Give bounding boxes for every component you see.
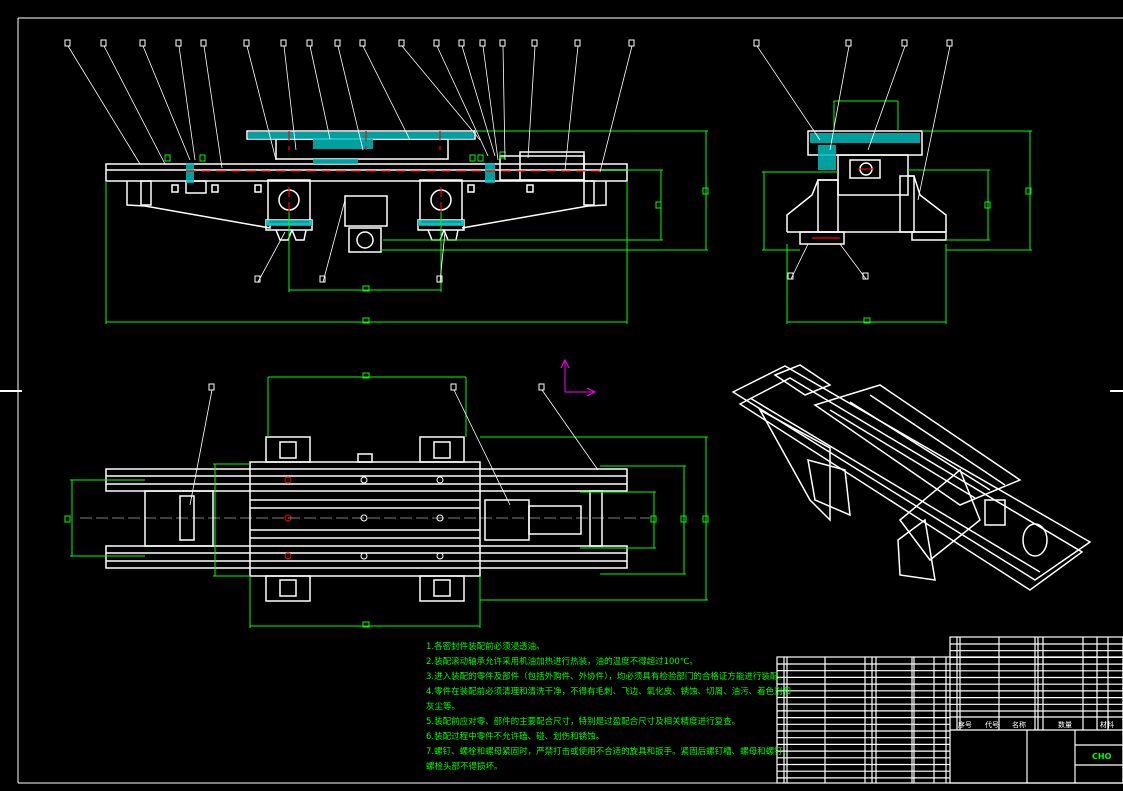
ucs-axis-icon bbox=[560, 358, 597, 397]
leader-line bbox=[829, 45, 850, 151]
part-balloon bbox=[175, 39, 182, 47]
leader-line bbox=[103, 45, 166, 165]
part-balloon bbox=[845, 39, 852, 47]
part-balloon bbox=[538, 383, 545, 391]
part-balloon bbox=[901, 39, 908, 47]
part-balloon bbox=[334, 39, 341, 47]
leader-line bbox=[790, 243, 809, 280]
part-balloon bbox=[280, 39, 287, 47]
leader-line bbox=[178, 45, 196, 161]
note-line: 螺栓头部不得损坏。 bbox=[426, 762, 503, 772]
leader-line bbox=[189, 389, 213, 506]
technical-requirements: 1.各密封件装配前必须浸透油。 2.装配滚动轴承允许采用机油加热进行热装，油的温… bbox=[426, 640, 791, 775]
leader-line bbox=[839, 243, 867, 280]
leader-line bbox=[461, 45, 496, 157]
header-qty: 数量 bbox=[1058, 721, 1072, 729]
part-balloon-leaders bbox=[64, 39, 953, 506]
header-material: 材料 bbox=[1100, 721, 1114, 729]
part-balloon bbox=[243, 39, 250, 47]
part-balloon bbox=[787, 272, 794, 280]
note-line: 2.装配滚动轴承允许采用机油加热进行热装，油的温度不得超过100℃。 bbox=[426, 657, 698, 667]
leader-line bbox=[917, 45, 951, 201]
leader-line bbox=[439, 231, 446, 283]
note-line: 7.螺钉、螺栓和螺母紧固时，严禁打击或使用不合适的旋具和扳手。紧固后螺钉槽、螺母… bbox=[426, 747, 792, 757]
leader-line bbox=[756, 45, 821, 141]
leader-line bbox=[436, 45, 489, 157]
leader-line bbox=[527, 45, 536, 159]
part-balloon bbox=[531, 39, 538, 47]
leader-line bbox=[362, 45, 411, 141]
part-balloon bbox=[64, 39, 71, 47]
leader-line bbox=[337, 45, 364, 151]
note-line: 1.各密封件装配前必须浸透油。 bbox=[426, 642, 545, 652]
part-balloon bbox=[208, 383, 215, 391]
plan-view bbox=[64, 372, 709, 628]
leader-line bbox=[453, 389, 511, 506]
part-balloon bbox=[479, 39, 486, 47]
part-balloon bbox=[574, 39, 581, 47]
part-balloon bbox=[628, 39, 635, 47]
header-index: 序号 bbox=[958, 721, 972, 729]
side-view bbox=[762, 100, 1032, 324]
part-balloon bbox=[433, 39, 440, 47]
drawing-code: CHO bbox=[1092, 752, 1112, 761]
note-line: 3.进入装配的零件及部件（包括外购件、外协件），均必须具有检验部门的合格证方能进… bbox=[426, 672, 787, 682]
leader-line bbox=[401, 45, 481, 141]
part-balloon bbox=[862, 272, 869, 280]
part-balloon bbox=[200, 39, 207, 47]
leader-line bbox=[482, 45, 499, 161]
leader-line bbox=[246, 45, 277, 161]
note-line: 4.零件在装配前必须清理和清洗干净，不得有毛刺、飞边、氧化皮、锈蚀、切屑、油污、… bbox=[426, 687, 792, 697]
note-line: 灰尘等。 bbox=[426, 702, 461, 712]
leader-line bbox=[283, 45, 297, 151]
isometric-view bbox=[731, 364, 1092, 591]
part-balloon bbox=[306, 39, 313, 47]
part-balloon bbox=[499, 39, 506, 47]
header-code: 代号 bbox=[985, 721, 999, 729]
note-line: 5.装配前应对零、部件的主要配合尺寸，特别是过盈配合尺寸及相关精度进行复查。 bbox=[426, 717, 741, 727]
title-block bbox=[776, 636, 1123, 784]
part-balloon bbox=[946, 39, 953, 47]
part-balloon bbox=[100, 39, 107, 47]
part-balloon bbox=[436, 275, 443, 283]
leader-line bbox=[322, 199, 346, 283]
leader-line bbox=[203, 45, 223, 169]
part-balloon bbox=[139, 39, 146, 47]
part-balloon bbox=[458, 39, 465, 47]
leader-line bbox=[564, 45, 579, 171]
note-line: 6.装配过程中零件不允许磕、碰、划伤和锈蚀。 bbox=[426, 732, 605, 742]
part-balloon bbox=[359, 39, 366, 47]
leader-line bbox=[67, 45, 141, 165]
leader-line bbox=[867, 45, 906, 151]
part-balloon bbox=[319, 275, 326, 283]
leader-line bbox=[142, 45, 191, 161]
leader-line bbox=[502, 45, 506, 161]
part-balloon bbox=[254, 275, 261, 283]
leader-line bbox=[541, 389, 599, 471]
leader-line bbox=[257, 231, 286, 283]
leader-line bbox=[599, 45, 633, 173]
part-balloon bbox=[450, 383, 457, 391]
part-balloon bbox=[398, 39, 405, 47]
leader-line bbox=[309, 45, 331, 140]
front-view bbox=[105, 130, 709, 324]
header-name: 名称 bbox=[1012, 721, 1026, 729]
part-balloon bbox=[753, 39, 760, 47]
